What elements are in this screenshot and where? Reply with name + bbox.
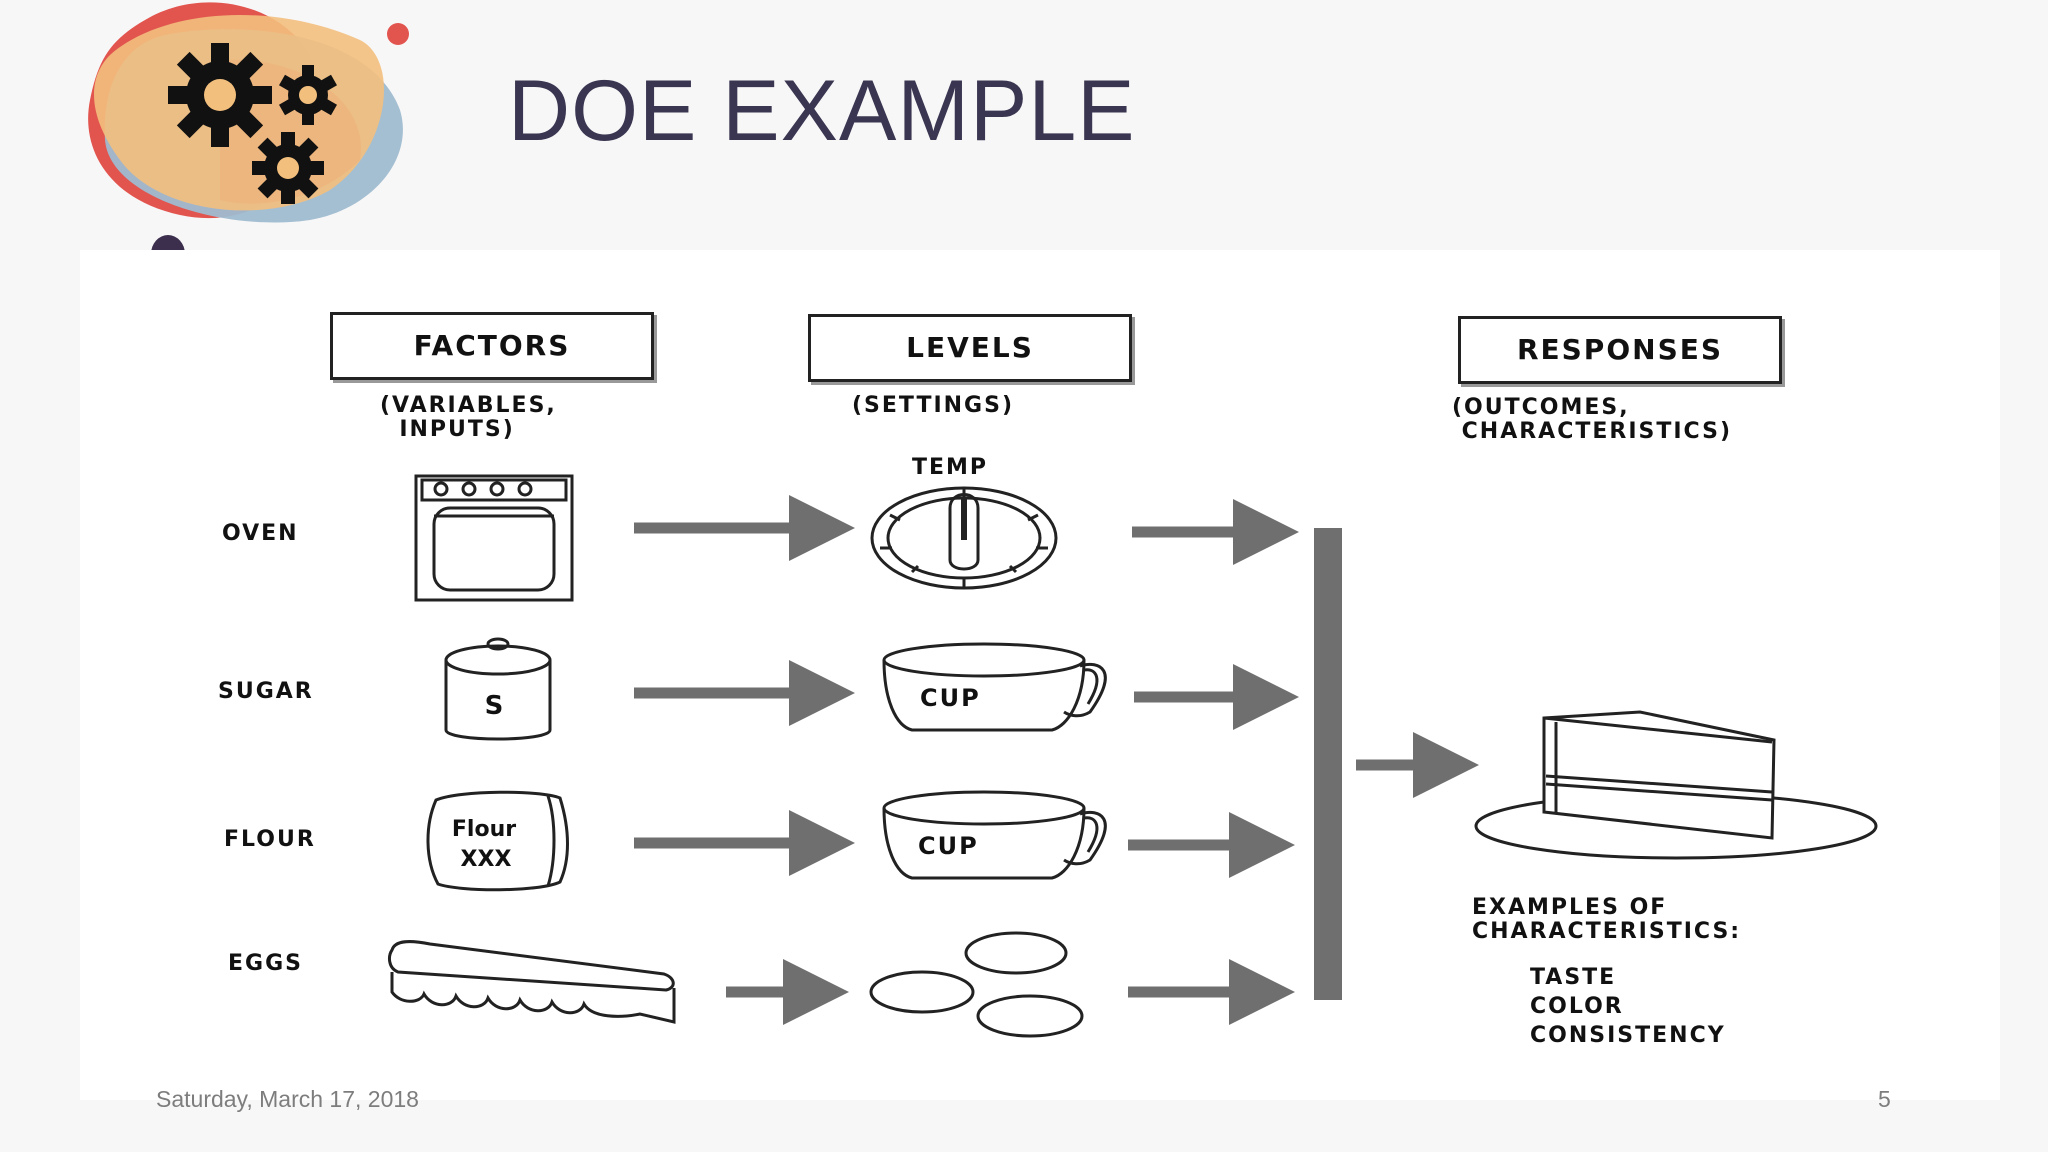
footer-date: Saturday, March 17, 2018: [156, 1086, 419, 1112]
sugar-canister-icon: [444, 637, 552, 741]
example-color: COLOR: [1530, 994, 1624, 1019]
examples-heading: EXAMPLES OF CHARACTERISTICS:: [1472, 895, 1742, 944]
flour-bag-icon: [426, 790, 569, 892]
example-taste: TASTE: [1530, 965, 1617, 990]
gears-logo-icon: [88, 2, 409, 273]
factors-header-box: FACTORS: [330, 312, 654, 380]
factors-header: FACTORS: [413, 328, 571, 362]
responses-header-box: RESPONSES: [1458, 316, 1782, 384]
slide-title: DOE EXAMPLE: [508, 63, 1136, 159]
factors-subtitle: (VARIABLES, INPUTS): [380, 393, 557, 442]
level-label-temp: TEMP: [912, 455, 989, 480]
factor-label-flour: FLOUR: [224, 827, 316, 852]
flour-bag-line-1: Flour: [452, 817, 516, 842]
factor-arrows: [634, 495, 855, 1025]
footer-page-number: 5: [1878, 1086, 1891, 1112]
level-arrows: [1128, 499, 1299, 1025]
egg-carton-icon: [388, 940, 676, 1024]
measuring-cup-icon: [882, 790, 1107, 880]
measuring-cup-icon: [882, 642, 1107, 732]
doe-diagram: [80, 250, 2000, 1100]
factor-label-oven: OVEN: [222, 521, 299, 546]
temperature-dial-icon: [870, 486, 1058, 590]
responses-subtitle: (OUTCOMES, CHARACTERISTICS): [1452, 395, 1733, 444]
levels-header: LEVELS: [906, 330, 1034, 364]
level-label-cup-flour: CUP: [918, 832, 979, 860]
example-consistency: CONSISTENCY: [1530, 1023, 1726, 1048]
levels-header-box: LEVELS: [808, 314, 1132, 382]
level-label-cup-sugar: CUP: [920, 684, 981, 712]
factor-label-eggs: EGGS: [228, 951, 303, 976]
flour-bag-line-2: XXX: [461, 847, 512, 872]
cake-slice-icon: [1474, 710, 1878, 860]
collector-bar: [1314, 528, 1342, 1000]
levels-subtitle: (SETTINGS): [852, 393, 1015, 418]
eggs-icon: [869, 931, 1084, 1038]
oven-icon: [414, 474, 574, 602]
responses-header: RESPONSES: [1516, 332, 1724, 366]
factor-label-sugar: SUGAR: [218, 679, 314, 704]
sugar-jar-letter: S: [485, 691, 504, 721]
